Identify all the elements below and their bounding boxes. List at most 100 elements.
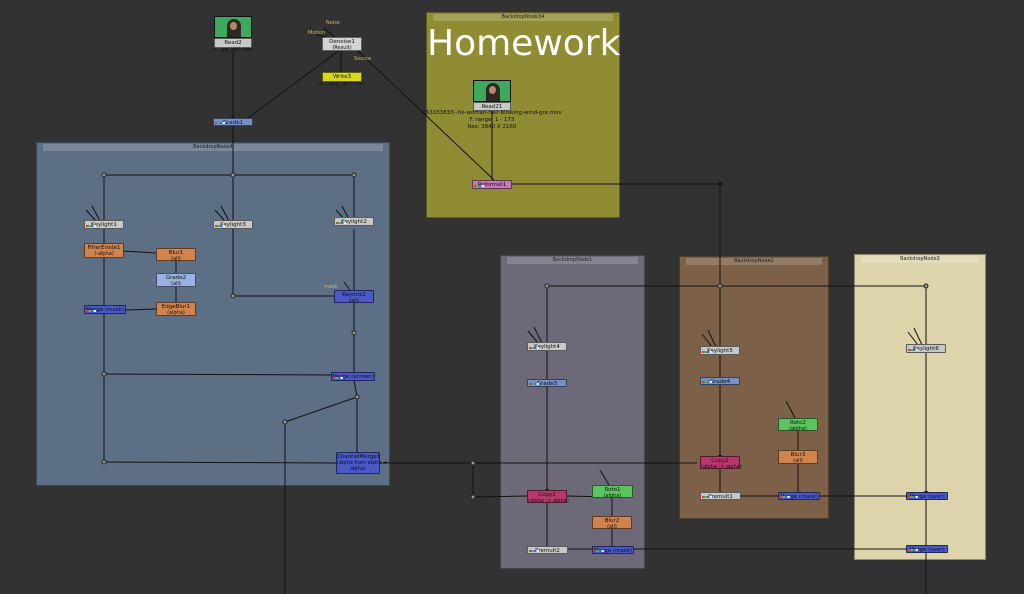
keylight4-node[interactable]: Keylight4 <box>527 342 567 351</box>
blur2-node[interactable]: Blur2 (all) <box>592 516 632 530</box>
dot-node[interactable] <box>354 394 360 400</box>
node-label: ChannelMerge1 <box>337 454 381 460</box>
dot-node[interactable] <box>101 371 107 377</box>
read2-file: d...ge_girl.mov <box>212 47 254 53</box>
grade4-node[interactable]: Grade4 <box>700 377 740 385</box>
blur1-node[interactable]: Blur1 (all) <box>156 248 196 262</box>
keylight5-node[interactable]: Keylight5 <box>700 346 740 355</box>
dot-node[interactable] <box>230 172 236 178</box>
premult1-node[interactable]: Premult1 <box>700 492 741 500</box>
read21-file: 163333833--hk-woman-hair-blowing-wind-gr… <box>422 110 562 116</box>
copy1-node[interactable]: Copy1 (alpha -> alpha) <box>527 490 569 504</box>
merge-over-3-node[interactable]: Merge (over) <box>906 492 948 500</box>
channel-indicator <box>333 377 343 379</box>
channel-indicator <box>702 351 712 353</box>
node-sublabel: (alpha) <box>167 310 185 316</box>
keylight3-node[interactable]: Keylight3 <box>213 220 253 229</box>
node-sublabel: (alpha from alpha + <box>337 460 388 466</box>
node-label: Merge (over) <box>909 547 945 553</box>
dot-node[interactable] <box>230 293 236 299</box>
node-sublabel: (all) <box>793 458 803 464</box>
node-sublabel: (all) <box>349 298 359 304</box>
keylight6-node[interactable]: Keylight6 <box>906 344 946 353</box>
backdrop-title: BackdropNode2 <box>686 258 822 265</box>
dot-node[interactable] <box>717 181 723 187</box>
backdrop-title: BackdropNode34 <box>433 14 613 21</box>
write3-node[interactable]: Write3 <box>322 72 362 82</box>
channel-indicator <box>474 185 484 187</box>
keylight2-node[interactable]: Keylight2 <box>334 217 374 226</box>
node-label: Keylight6 <box>913 346 939 352</box>
node-label: Keymix1 <box>342 292 366 298</box>
node-label: Copy2 <box>711 458 729 464</box>
read21-node[interactable]: Read21 <box>473 102 511 111</box>
dot-node[interactable] <box>101 172 107 178</box>
channel-indicator <box>780 496 790 498</box>
backdrop-node-3[interactable]: BackdropNode3 <box>854 254 986 560</box>
reformat1-node[interactable]: Reformat1 <box>472 180 512 189</box>
merge-over-4-node[interactable]: Merge (over) <box>906 545 948 553</box>
dot-node[interactable] <box>470 460 476 466</box>
channel-indicator <box>86 225 96 227</box>
node-label: Grade4 <box>709 379 731 385</box>
premult2-node[interactable]: Premult2 <box>527 546 568 554</box>
channel-indicator <box>908 496 918 498</box>
filtererode1-node[interactable]: FilterErode1 (-alpha) <box>84 243 124 258</box>
node-sublabel: (all) <box>171 281 181 287</box>
denoise1-node[interactable]: Denoise1 (Result) <box>322 37 362 51</box>
merge-mask-2-node[interactable]: Merge (mask) <box>592 546 634 554</box>
read2-node[interactable]: Read2 <box>214 38 252 48</box>
backdrop-title: BackdropNode4 <box>43 144 383 151</box>
dot-node[interactable] <box>351 330 357 336</box>
node-label: Roto1 <box>604 487 621 493</box>
channelmerge1-node[interactable]: ChannelMerge1 (alpha from alpha + alpha) <box>336 452 388 474</box>
input-label-motion: Motion <box>308 30 325 36</box>
dot-node[interactable] <box>717 283 723 289</box>
channel-indicator <box>908 549 918 551</box>
grade1-node[interactable]: Grade1 <box>213 118 253 126</box>
keylight1-node[interactable]: Keylight1 <box>84 220 124 229</box>
keymix1-node[interactable]: Keymix1 (all) <box>334 290 374 304</box>
dot-node[interactable] <box>544 283 550 289</box>
read21-frame-range: F. range: 1 - 173 <box>469 117 515 123</box>
backdrop-title: BackdropNode3 <box>861 256 979 263</box>
roto2-node[interactable]: Roto2 (alpha) <box>778 418 818 432</box>
channel-indicator <box>594 550 604 552</box>
node-label: Keylight4 <box>534 344 560 350</box>
node-label: Keylight3 <box>220 222 246 228</box>
channel-indicator <box>702 496 712 498</box>
node-sublabel: (alpha) <box>789 426 807 432</box>
merge-mask-3-node[interactable]: Merge (mask) <box>778 492 820 500</box>
node-label: Grade2 <box>165 275 187 281</box>
backdrop-title: BackdropNode1 <box>507 257 638 264</box>
edgeblur1-node[interactable]: EdgeBlur1 (alpha) <box>156 302 196 316</box>
backdrop-node-4[interactable]: BackdropNode4 <box>36 142 390 486</box>
node-label: Keylight2 <box>341 219 367 225</box>
dot-node[interactable] <box>101 459 107 465</box>
dot-node[interactable] <box>282 419 288 425</box>
grade2-node[interactable]: Grade2 (all) <box>156 273 196 287</box>
node-sublabel: (alpha -> alpha) <box>701 464 742 470</box>
grade3-node[interactable]: Grade3 <box>527 379 567 387</box>
node-label: Read2 <box>224 40 242 46</box>
backdrop-node-2[interactable]: BackdropNode2 <box>679 256 829 519</box>
node-label: Keylight1 <box>91 222 117 228</box>
node-label: Read21 <box>481 104 503 110</box>
copy2-node[interactable]: Copy2 (alpha -> alpha) <box>700 456 742 470</box>
dot-node[interactable] <box>470 494 476 500</box>
merge-mask-node[interactable]: Merge (mask) <box>84 305 126 314</box>
merge-screen-node[interactable]: Merge (screen) <box>331 372 375 381</box>
node-sublabel-2: alpha) <box>350 466 366 472</box>
node-label: Premult1 <box>708 494 733 500</box>
dot-node[interactable] <box>351 172 357 178</box>
node-label: Copy1 <box>538 492 556 498</box>
channel-indicator <box>86 310 96 312</box>
dot-node[interactable] <box>923 283 929 289</box>
read21-resolution: Res: 3840 X 2160 <box>467 124 517 130</box>
blur3-node[interactable]: Blur3 (all) <box>778 450 818 464</box>
input-label-mask: mask <box>324 284 338 290</box>
channel-indicator <box>336 222 346 224</box>
roto1-node[interactable]: Roto1 (alpha) <box>592 485 633 499</box>
backdrop-label-homework: Homework <box>427 23 621 64</box>
